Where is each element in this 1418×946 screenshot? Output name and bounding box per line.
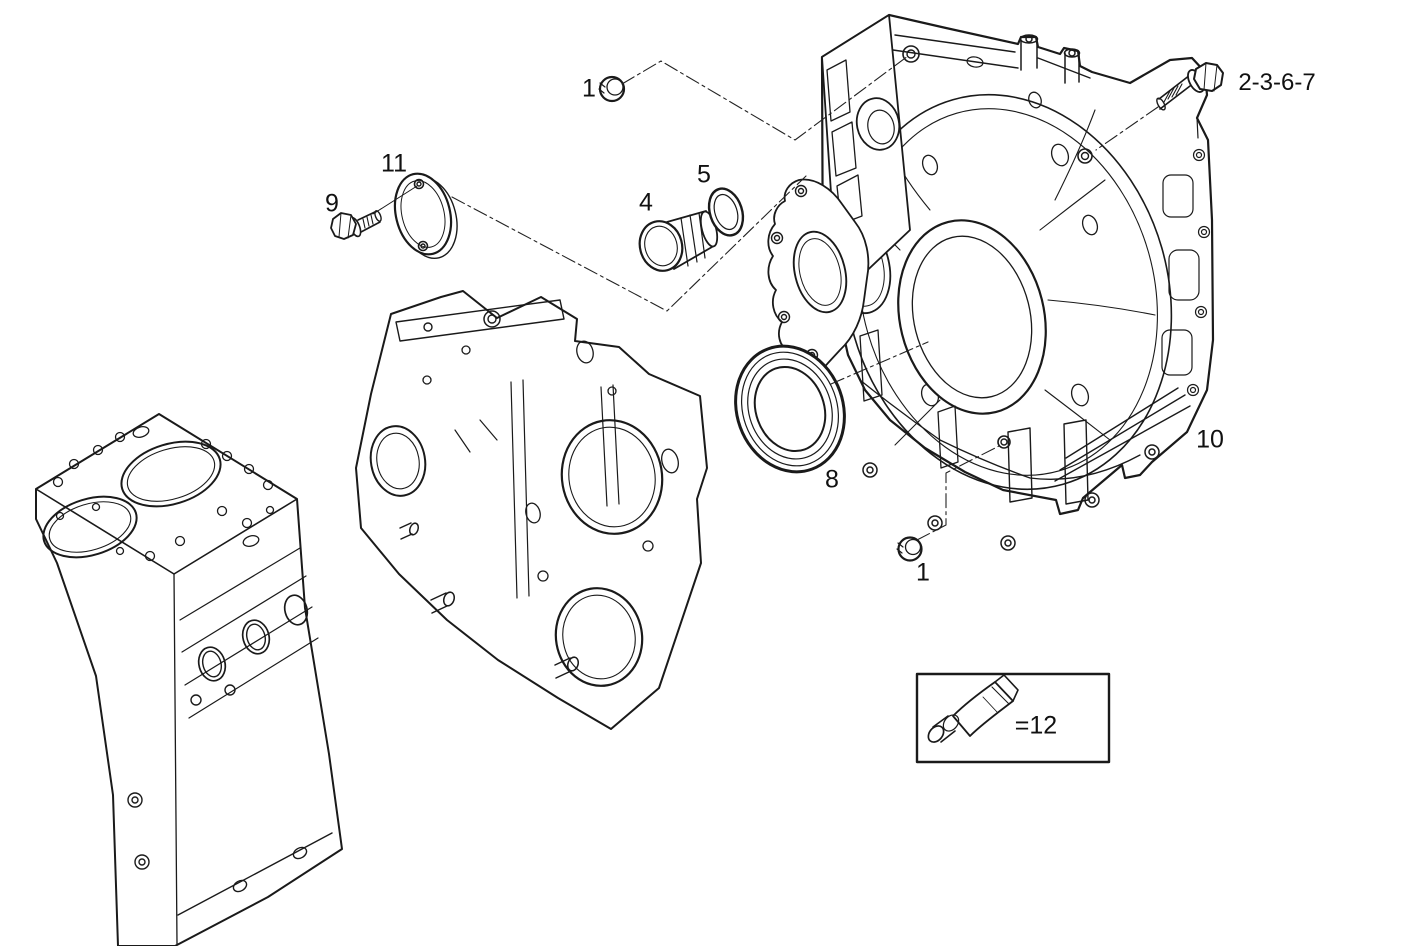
callout-gasket-ring: 5 bbox=[697, 160, 711, 189]
dowel-pin-top-drawing bbox=[598, 75, 626, 103]
callout-bolt-group: 2-3-6-7 bbox=[1238, 69, 1316, 96]
sealant-box bbox=[915, 672, 1111, 764]
sealant-tube-drawing bbox=[927, 674, 1019, 743]
screw-plug-4-drawing bbox=[638, 210, 719, 272]
bolt-2-3-6-7-drawing bbox=[1156, 62, 1224, 111]
gear-case-plate-drawing bbox=[355, 290, 708, 730]
callout-shaft-seal: 8 bbox=[825, 465, 839, 494]
gasket-ring-5-drawing bbox=[707, 187, 745, 237]
callout-inspection-cover: 11 bbox=[381, 149, 407, 178]
bolt-9-drawing bbox=[330, 185, 418, 240]
callout-flywheel-housing: 10 bbox=[1196, 425, 1224, 454]
callout-sealant-tube: =12 bbox=[1014, 711, 1058, 740]
inspection-cover-11-drawing bbox=[393, 172, 458, 260]
dowel-pin-bottom-drawing bbox=[896, 536, 923, 562]
callout-pin-bottom: 1 bbox=[916, 558, 930, 587]
leader-lines bbox=[451, 55, 1159, 541]
callout-screw-plug: 4 bbox=[639, 188, 653, 217]
engine-block-drawing bbox=[35, 413, 343, 946]
callout-pin-top: 1 bbox=[582, 74, 596, 103]
housing-gasket-drawing bbox=[767, 178, 870, 374]
shaft-seal-8-drawing bbox=[734, 344, 846, 474]
callout-bolt-cover: 9 bbox=[325, 189, 339, 218]
